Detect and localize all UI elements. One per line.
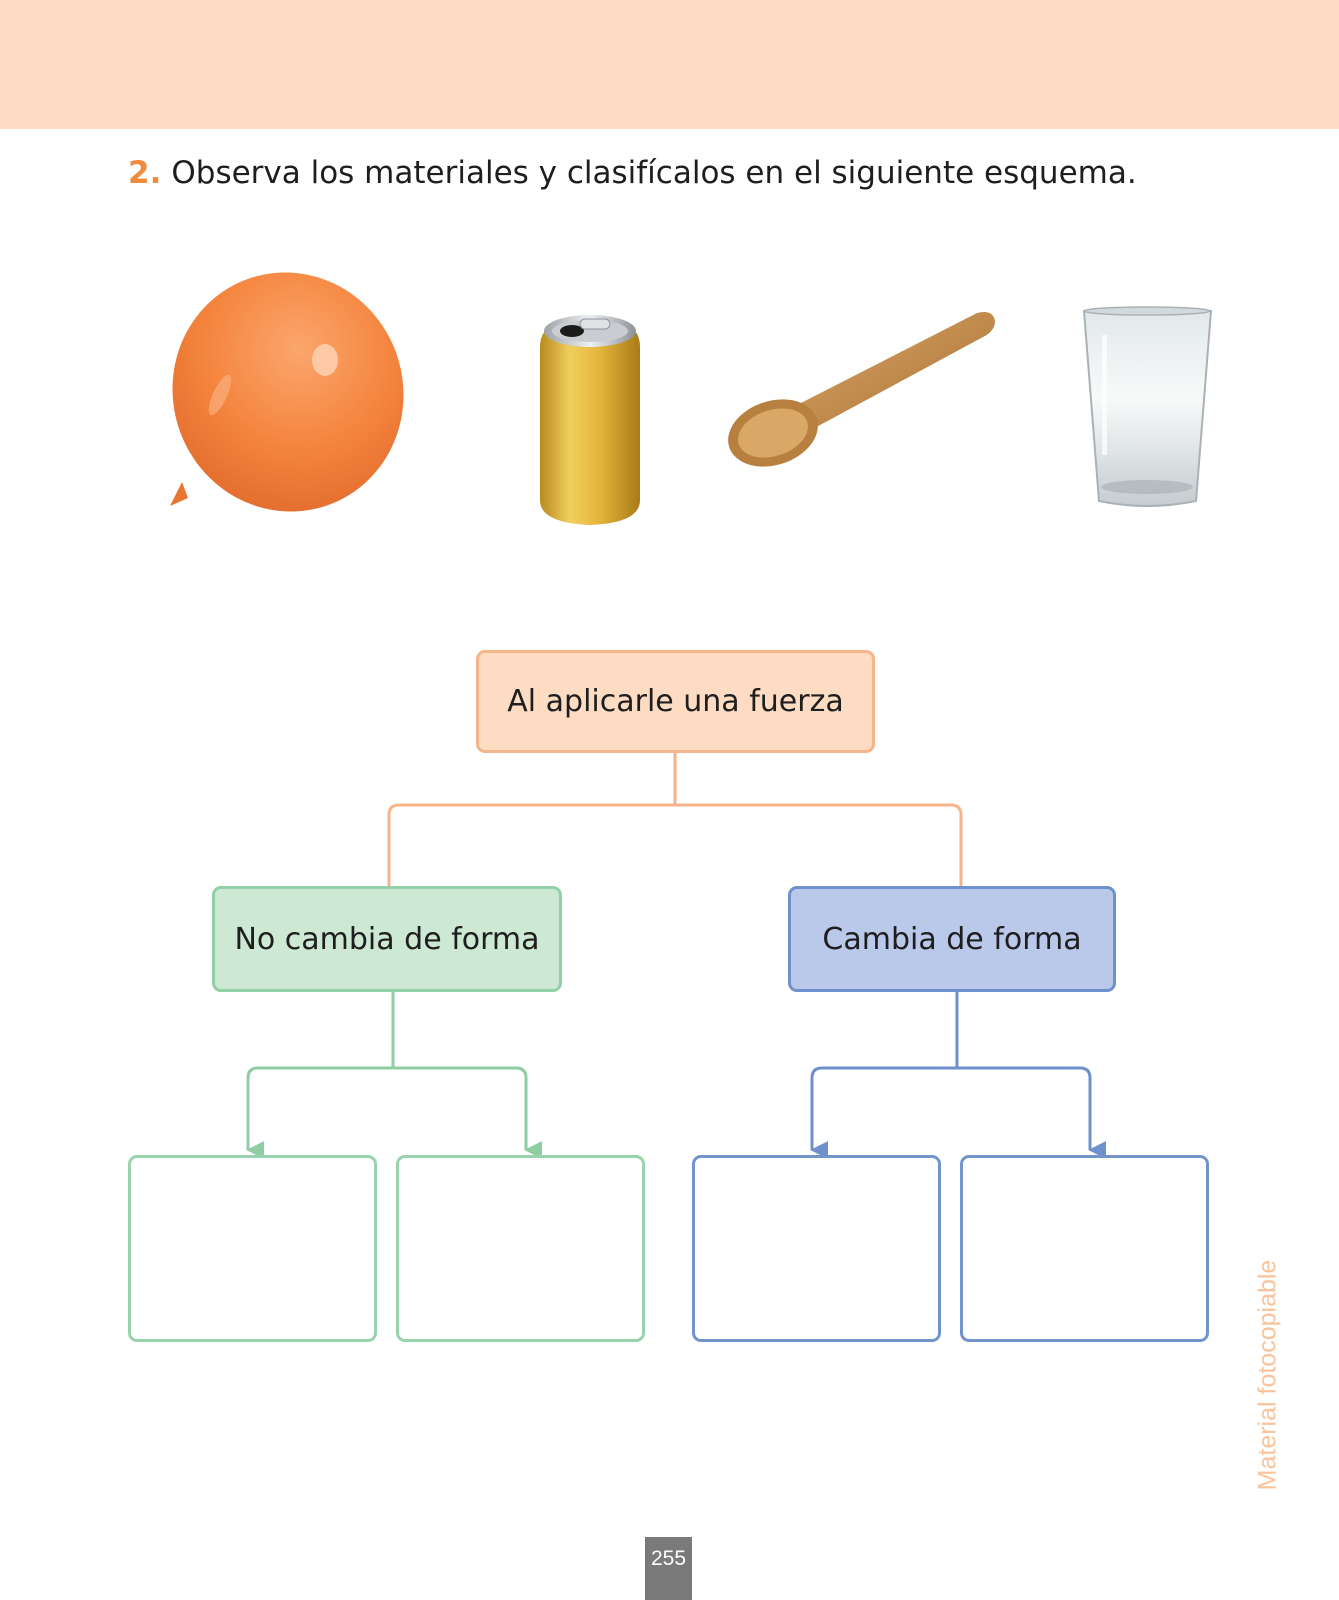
- wooden-spoon-icon: [728, 312, 995, 467]
- question-number: 2.: [128, 155, 162, 191]
- answer-box-green-1[interactable]: [128, 1155, 377, 1342]
- glass-icon: [1082, 306, 1213, 507]
- green-branch-lines: [246, 992, 543, 1159]
- answer-box-blue-2[interactable]: [960, 1155, 1209, 1342]
- balloon-icon: [170, 272, 404, 512]
- question-text: Observa los materiales y clasifícalos en…: [171, 155, 1137, 191]
- answer-box-green-2[interactable]: [396, 1155, 645, 1342]
- root-branch-lines: [387, 753, 963, 886]
- can-icon: [540, 315, 640, 525]
- blue-branch-lines: [810, 992, 1107, 1159]
- answer-box-blue-1[interactable]: [692, 1155, 941, 1342]
- photocopiable-label: Material fotocopiable: [1253, 1259, 1282, 1491]
- no-change-shape-box: No cambia de forma: [212, 886, 562, 992]
- question-heading: 2.Observa los materiales y clasifícalos …: [128, 155, 1137, 191]
- page-number: 255: [645, 1537, 692, 1600]
- header-band: [0, 0, 1339, 129]
- change-shape-box: Cambia de forma: [788, 886, 1116, 992]
- scheme-root-box: Al aplicarle una fuerza: [476, 650, 875, 753]
